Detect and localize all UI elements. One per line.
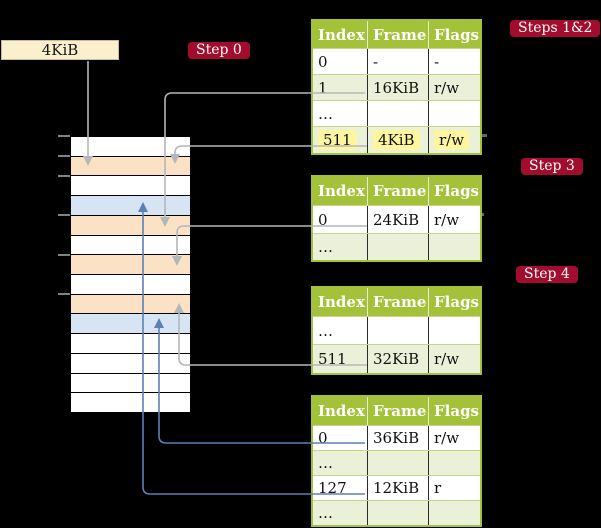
table-cell: 16KiB [367,75,428,100]
table-cell: … [318,321,333,340]
root-frame-label: 4KiB [41,41,79,59]
memory-frame-row-4 [71,215,190,236]
table-row: 0 -- [313,48,480,74]
table-cell: … [318,104,333,123]
table-cell: 0 [318,429,328,447]
table-row: … [313,500,480,525]
column-header-flags: Flags [428,397,480,425]
column-header-index: Index [318,293,365,311]
table-cell [367,317,428,344]
table-cell: - [428,49,480,74]
highlighted-value: 4KiB [373,130,420,150]
table-cell: 511 [318,350,347,368]
memory-frame-row-2 [71,176,190,197]
table-cell: … [318,454,333,472]
table-cell [367,451,428,475]
table-cell: 0 [318,52,328,71]
table-cell [428,451,480,475]
memory-frame-row-8 [71,294,190,315]
step3-label: Step 3 [521,158,583,175]
table-cell: 12KiB [367,476,428,500]
table-cell: 0 [318,210,328,229]
table-cell: 511 [313,127,367,153]
table-cell: 4KiB [367,127,428,153]
table-cell [367,234,428,260]
table-cell [428,234,480,260]
step4-label: Step 4 [516,266,578,283]
root-frame-box: 4KiB [1,40,119,60]
memory-tick [58,135,70,137]
table-cell: 32KiB [367,345,428,373]
memory-frame-row-5 [71,235,190,256]
memory-tick [58,175,70,177]
table-cell: r/w [428,127,480,153]
table-cell [367,501,428,525]
table-cell [428,317,480,344]
column-header-index: Index [318,182,365,200]
column-header-index: Index [318,402,365,420]
memory-frame-row-3 [71,196,190,216]
table-row: … [313,316,480,344]
table-row: … [313,450,480,475]
table-cell: r/w [428,206,480,233]
memory-frame-row-6 [71,255,190,276]
column-header-index: Index [318,25,365,44]
steps12-label: Steps 1&2 [510,20,601,37]
connector-stub [482,134,487,137]
memory-frame-row-7 [71,275,190,295]
table-cell: 24KiB [367,206,428,233]
column-header-flags: Flags [428,288,480,316]
table-row: … [313,100,480,126]
memory-frame-row-9 [71,314,190,335]
column-header-flags: Flags [428,177,480,205]
memory-frame-row-0 [71,137,190,157]
memory-tick [58,155,70,157]
table-cell: - [367,49,428,74]
table-cell [428,101,480,126]
memory-frame-row-1 [71,156,190,177]
column-header-frame: Frame [367,397,428,425]
column-header-frame: Frame [367,288,428,316]
column-header-frame: Frame [367,21,428,48]
table-cell: 36KiB [367,426,428,450]
highlighted-value: 511 [318,130,357,150]
column-header-frame: Frame [367,177,428,205]
table-cell [428,501,480,525]
table-cell: 127 [318,479,347,497]
memory-tick [58,254,70,256]
table-cell: 1 [318,78,328,97]
memory-tick [58,293,70,295]
physical-memory-column [70,136,191,413]
step0-label: Step 0 [188,42,250,59]
table-cell: r/w [428,426,480,450]
table-cell [367,101,428,126]
table-row: … [313,233,480,260]
memory-frame-row-13 [71,393,190,413]
memory-frame-row-11 [71,353,190,374]
table-cell: r/w [428,75,480,100]
memory-frame-row-10 [71,334,190,354]
column-header-flags: Flags [428,21,480,48]
highlighted-value: r/w [434,130,470,150]
table-cell: r/w [428,345,480,373]
table-row: 511 4KiB r/w [313,126,480,153]
table-cell: … [318,238,333,256]
memory-frame-row-12 [71,373,190,394]
table-cell: … [318,504,333,522]
memory-tick [58,214,70,216]
table-cell: r [428,476,480,500]
